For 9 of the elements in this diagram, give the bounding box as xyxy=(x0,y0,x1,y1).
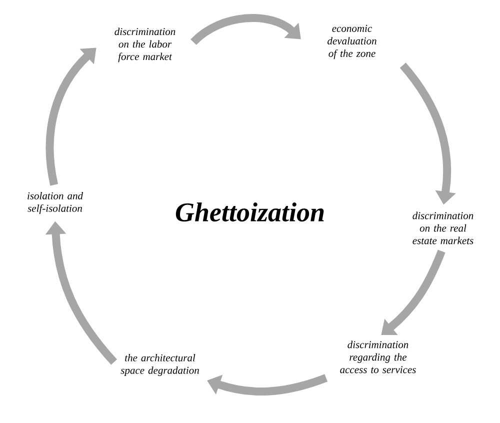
curved-arrow xyxy=(190,14,301,46)
curved-arrow xyxy=(46,48,96,186)
cycle-step-text: discrimination on the labor force market xyxy=(114,28,176,62)
cycle-step-text: isolation and self-isolation xyxy=(28,192,84,214)
center-title: Ghettoization xyxy=(176,202,324,222)
cycle-step-text: economic devaluation of the zone xyxy=(328,24,376,60)
cycle-step-text: discrimination regarding the access to services xyxy=(340,340,416,374)
cycle-step-text: the architectural space degradation xyxy=(120,354,199,376)
cycle-step-text: discrimination on the real estate markets xyxy=(412,212,474,244)
